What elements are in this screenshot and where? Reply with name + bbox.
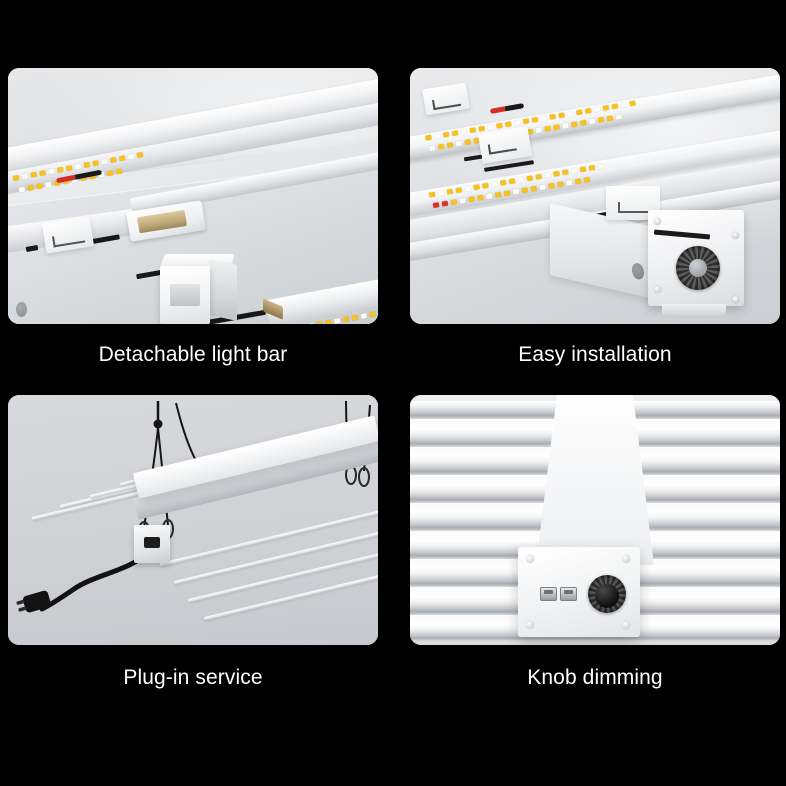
screw-icon (732, 232, 739, 239)
feature-card-knob-dimming[interactable]: Knob dimming (410, 395, 780, 688)
feature-image-detachable-light-bar (8, 68, 378, 324)
screw-icon (526, 555, 534, 563)
screw-icon (526, 621, 534, 629)
driver-control-box (518, 547, 640, 637)
clip-slot (618, 202, 648, 213)
junction-box-foot (662, 304, 726, 316)
bracket-slot (52, 231, 86, 248)
feature-card-detachable-light-bar[interactable]: Detachable light bar (8, 68, 378, 365)
cooling-fan-icon (676, 246, 720, 290)
feature-caption-knob-dimming: Knob dimming (527, 666, 663, 689)
power-plug-icon (16, 590, 51, 613)
feature-caption-plug-in-service: Plug-in service (123, 666, 263, 689)
connector-block-side (209, 259, 283, 321)
feature-image-easy-installation (410, 68, 780, 324)
feature-caption-detachable-light-bar: Detachable light bar (98, 343, 288, 366)
dimming-knob[interactable] (588, 575, 626, 613)
feature-image-knob-dimming (410, 395, 780, 645)
socket-contacts (137, 209, 188, 234)
feature-card-easy-installation[interactable]: Easy installation (410, 68, 780, 365)
center-spine (536, 395, 654, 565)
connector-block-cavity (170, 284, 200, 306)
detachable-connector-block (159, 254, 283, 324)
mounting-hole (16, 302, 27, 317)
screw-icon (654, 218, 661, 225)
feature-image-plug-in-service (8, 395, 378, 645)
screw-icon (732, 296, 739, 303)
screw-icon (622, 555, 630, 563)
power-endcap (134, 525, 170, 563)
mounting-hole (632, 261, 644, 281)
feature-card-plug-in-service[interactable]: Plug-in service (8, 395, 378, 688)
driver-junction-box (550, 186, 750, 318)
connector-block-face (160, 266, 210, 324)
clip-slot (432, 95, 462, 111)
daisy-chain-port[interactable] (540, 587, 557, 601)
clip-slot (487, 140, 517, 155)
daisy-chain-port[interactable] (560, 587, 577, 601)
screw-icon (622, 621, 630, 629)
power-inlet-port (144, 537, 160, 548)
screw-icon (654, 286, 661, 293)
feature-caption-easy-installation: Easy installation (518, 343, 672, 366)
